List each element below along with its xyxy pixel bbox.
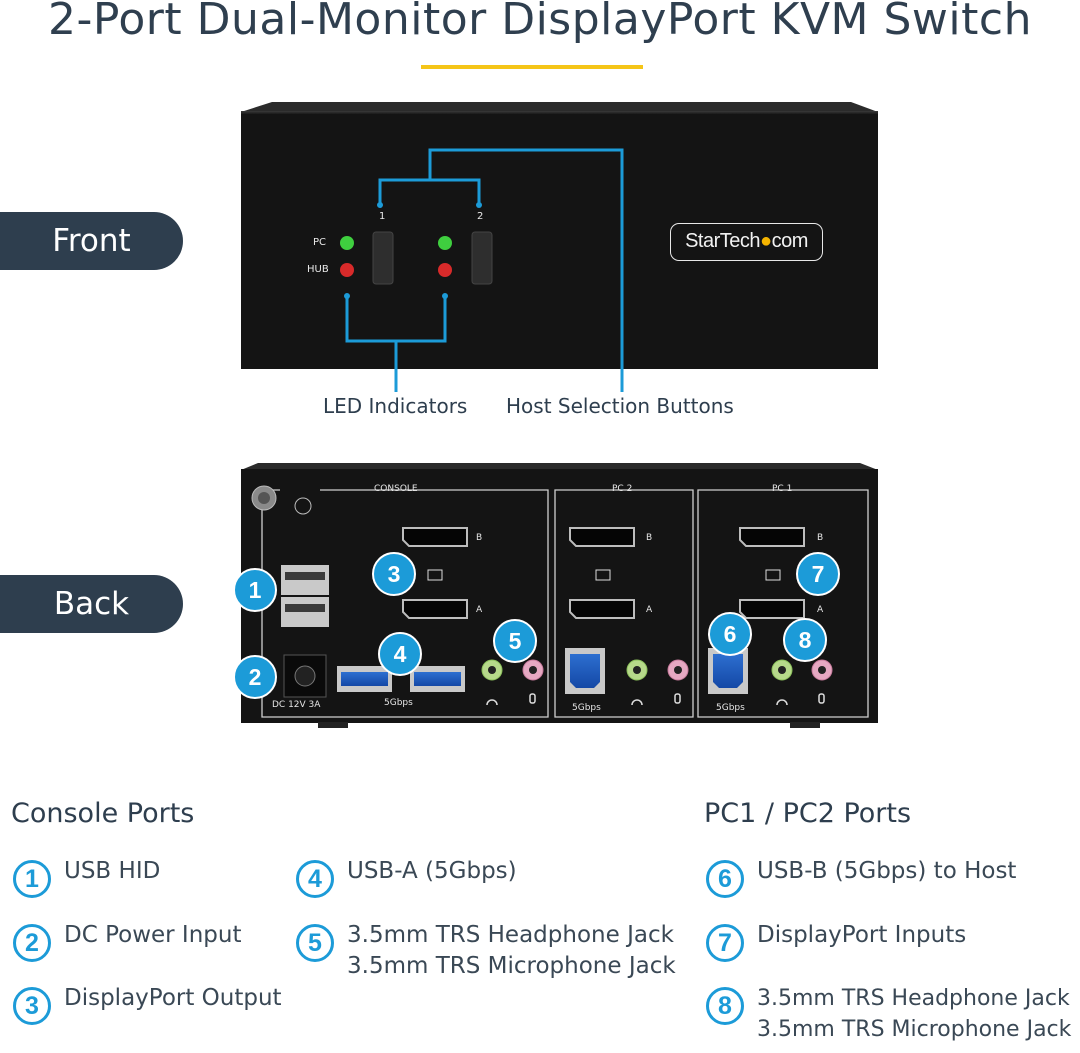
product-illustration	[241, 102, 878, 728]
led-indicators-label: LED Indicators	[323, 394, 468, 418]
host-button-1	[372, 231, 394, 285]
legend-text: USB-B (5Gbps) to Host	[757, 858, 1017, 884]
back-view-label: Back	[0, 575, 183, 633]
dp-a-label: A	[476, 605, 483, 615]
legend-text-2: 3.5mm TRS Microphone Jack	[757, 1017, 1072, 1042]
legend-number: 8	[706, 987, 744, 1025]
led-hub-label: HUB	[307, 264, 329, 275]
button-2-label: 2	[477, 211, 484, 222]
legend-number: 1	[13, 860, 51, 898]
legend-number: 3	[13, 987, 51, 1025]
callout-8: 8	[783, 618, 827, 662]
host-button-2	[471, 231, 493, 285]
back-panel	[241, 463, 878, 728]
callout-7: 7	[796, 552, 840, 596]
legend-text: DC Power Input	[64, 922, 242, 948]
callout-4: 4	[378, 632, 422, 676]
legend-text: 3.5mm TRS Headphone Jack	[347, 922, 674, 948]
host-selection-buttons-label: Host Selection Buttons	[506, 394, 734, 418]
front-panel	[241, 102, 878, 392]
callout-6: 6	[708, 612, 752, 656]
pc2-speed-label: 5Gbps	[572, 703, 601, 713]
pc2-dp-b-label: B	[646, 533, 653, 543]
pc1-section-label: PC 1	[772, 484, 793, 494]
legend-number: 7	[706, 924, 744, 962]
page-title: 2-Port Dual-Monitor DisplayPort KVM Swit…	[48, 0, 1032, 45]
legend-text: 3.5mm TRS Headphone Jack	[757, 986, 1070, 1011]
legend-text: DisplayPort Output	[64, 985, 282, 1011]
pc2-section-label: PC 2	[612, 484, 633, 494]
legend-text: DisplayPort Inputs	[757, 922, 967, 948]
pc1-speed-label: 5Gbps	[716, 703, 745, 713]
callout-3: 3	[372, 552, 416, 596]
power-rating-label: DC 12V 3A	[272, 700, 321, 710]
title-underline	[421, 65, 643, 69]
pc2-led-icon	[438, 236, 452, 250]
console-speed-label: 5Gbps	[384, 698, 413, 708]
callout-2: 2	[233, 655, 277, 699]
legend-number: 5	[296, 924, 334, 962]
pc1-led-icon	[340, 236, 354, 250]
pc2-dp-a-label: A	[646, 605, 653, 615]
startech-logo: StarTech●com	[670, 223, 823, 261]
pc-ports-heading: PC1 / PC2 Ports	[704, 798, 912, 829]
pc1-dp-b-label: B	[817, 533, 824, 543]
hub2-led-icon	[438, 263, 452, 277]
pc1-dp-a-label: A	[817, 605, 824, 615]
legend-number: 2	[13, 924, 51, 962]
dp-b-label: B	[476, 533, 483, 543]
front-view-label: Front	[0, 212, 183, 270]
legend-number: 6	[706, 860, 744, 898]
led-pc-label: PC	[313, 237, 327, 248]
callout-1: 1	[233, 568, 277, 612]
legend-text: USB HID	[64, 858, 161, 884]
console-section-label: CONSOLE	[374, 484, 418, 494]
legend-text-2: 3.5mm TRS Microphone Jack	[347, 953, 676, 979]
legend-number: 4	[296, 860, 334, 898]
callout-5: 5	[493, 619, 537, 663]
button-1-label: 1	[379, 211, 386, 222]
hub1-led-icon	[340, 263, 354, 277]
console-ports-heading: Console Ports	[11, 798, 195, 829]
legend-text: USB-A (5Gbps)	[347, 858, 517, 884]
